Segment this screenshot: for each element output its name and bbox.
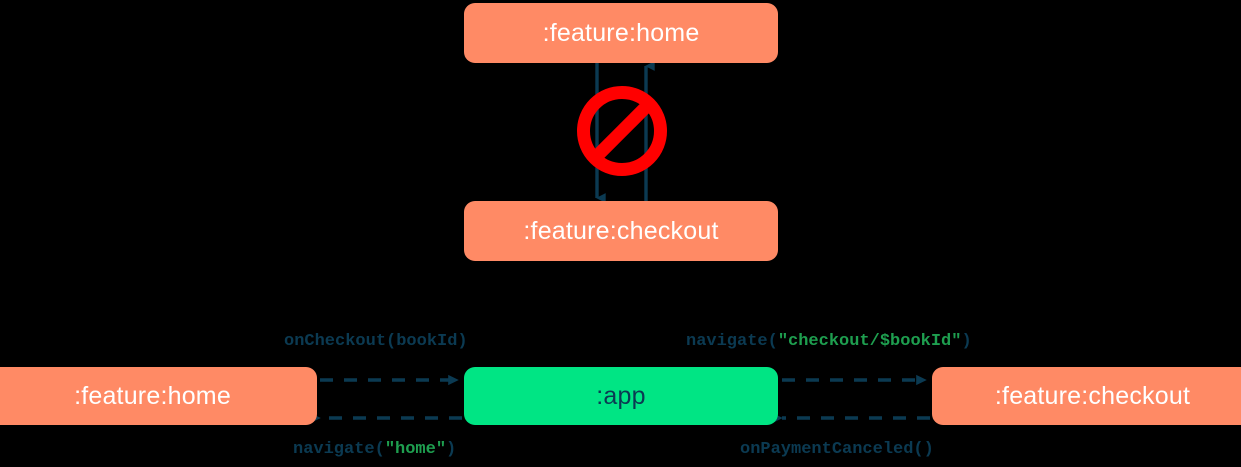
node-label: :feature:home bbox=[74, 381, 231, 410]
node-feature-checkout-bottom[interactable]: :feature:checkout bbox=[932, 367, 1241, 425]
string-literal: "checkout/$bookId" bbox=[777, 332, 962, 351]
node-label: :app bbox=[596, 381, 646, 410]
node-feature-home-bottom[interactable]: :feature:home bbox=[0, 367, 317, 425]
edge-label-navigate-checkout: navigate("checkout/$bookId") bbox=[686, 333, 972, 350]
edge-label-navigate-home: navigate("home") bbox=[293, 441, 456, 458]
code-text: onPaymentCanceled() bbox=[740, 440, 934, 459]
code-text: navigate( bbox=[686, 332, 778, 351]
node-label: :feature:checkout bbox=[994, 381, 1191, 410]
string-literal: "home" bbox=[384, 440, 447, 459]
code-text: navigate( bbox=[293, 440, 385, 459]
code-text: ) bbox=[446, 440, 457, 459]
node-app[interactable]: :app bbox=[464, 367, 778, 425]
edge-label-on-checkout: onCheckout(bookId) bbox=[284, 333, 468, 350]
code-text: onCheckout(bookId) bbox=[284, 332, 468, 351]
node-label: :feature:checkout bbox=[523, 216, 719, 245]
node-feature-checkout-top[interactable]: :feature:checkout bbox=[464, 201, 778, 261]
code-text: ) bbox=[961, 332, 972, 351]
node-label: :feature:home bbox=[542, 18, 700, 47]
node-feature-home-top[interactable]: :feature:home bbox=[464, 3, 778, 63]
forbidden-icon bbox=[577, 86, 667, 176]
edge-label-on-payment-canceled: onPaymentCanceled() bbox=[740, 441, 934, 458]
